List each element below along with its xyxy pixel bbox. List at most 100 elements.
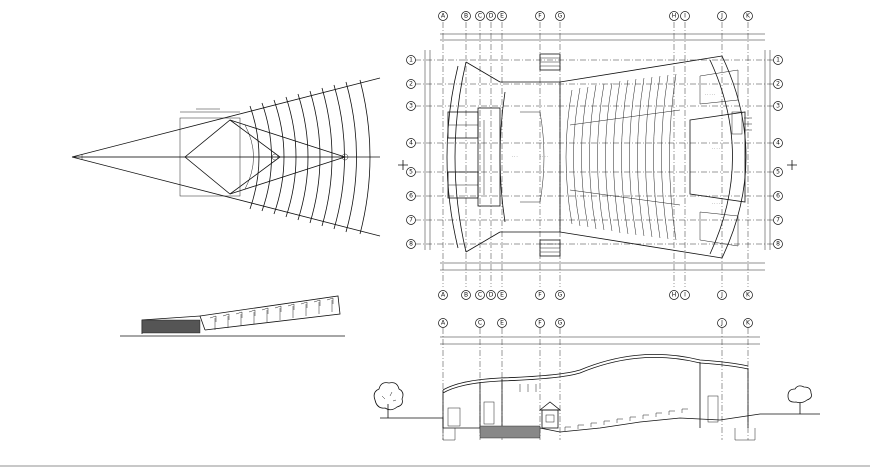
svg-text:J: J	[720, 13, 723, 20]
section-marker-K	[743, 318, 753, 328]
svg-text:H: H	[672, 13, 677, 20]
svg-text:1: 1	[776, 57, 780, 64]
section-column-markers: A C E F G J K	[438, 318, 753, 328]
grid-marker-3-left	[406, 101, 416, 111]
svg-text:G: G	[558, 292, 563, 299]
grid-marker-4-right	[773, 138, 783, 148]
grid-marker-7-right	[773, 215, 783, 225]
grid-marker-I-top	[680, 11, 690, 21]
grid-marker-G-bottom	[555, 290, 565, 300]
grid-marker-2-left	[406, 79, 416, 89]
grid-marker-4-left	[406, 138, 416, 148]
svg-text:G: G	[558, 320, 563, 327]
grid-marker-3-right	[773, 101, 783, 111]
tree-left-icon	[373, 382, 404, 418]
grid-marker-F-top	[535, 11, 545, 21]
svg-text:C: C	[478, 13, 482, 20]
grid-marker-6-left	[406, 191, 416, 201]
grid-marker-7-left	[406, 215, 416, 225]
section-marker-C	[475, 318, 485, 328]
grid-marker-A-top	[438, 11, 448, 21]
svg-text:· · · ·: · · · ·	[712, 147, 720, 151]
svg-text:F: F	[538, 292, 542, 299]
svg-text:J: J	[720, 292, 723, 299]
svg-text:· · · ·: · · · ·	[540, 155, 548, 159]
svg-text:I: I	[684, 292, 686, 299]
svg-text:3: 3	[776, 103, 780, 110]
svg-text:· · · · ·: · · · · ·	[705, 93, 715, 97]
grid-marker-1-left	[406, 55, 416, 65]
svg-text:5: 5	[409, 169, 413, 176]
grid-marker-K-bottom	[743, 290, 753, 300]
grid-marker-5-left	[406, 167, 416, 177]
grid-marker-5-right	[773, 167, 783, 177]
tree-right-icon	[787, 385, 812, 414]
svg-text:B: B	[464, 13, 468, 20]
svg-text:B: B	[464, 292, 468, 299]
grid-marker-I-bottom	[680, 290, 690, 300]
svg-text:· · · · ·: · · · · ·	[712, 202, 722, 206]
section-marker-A	[438, 318, 448, 328]
svg-text:E: E	[500, 13, 504, 20]
floor-plan: · · · · · · · · · · · · · · · · · · · · …	[398, 22, 797, 287]
svg-text:F: F	[538, 320, 542, 327]
svg-text:J: J	[720, 320, 723, 327]
svg-text:3: 3	[409, 103, 413, 110]
svg-text:5: 5	[776, 169, 780, 176]
grid-marker-J-bottom	[717, 290, 727, 300]
svg-text:D: D	[489, 292, 494, 299]
perspective-view	[120, 295, 345, 337]
grid-marker-D-bottom	[486, 290, 496, 300]
grid-marker-C-bottom	[475, 290, 485, 300]
grid-marker-A-bottom	[438, 290, 448, 300]
svg-text:7: 7	[776, 217, 780, 224]
grid-marker-G-top	[555, 11, 565, 21]
grid-marker-8-left	[406, 239, 416, 249]
svg-text:C: C	[478, 320, 482, 327]
svg-text:I: I	[684, 13, 686, 20]
building-section	[380, 328, 820, 441]
grid-marker-E-top	[497, 11, 507, 21]
grid-column-markers: A B C D E F G H I J K A B C D E F G H	[438, 11, 753, 300]
svg-text:A: A	[441, 13, 446, 20]
svg-text:D: D	[489, 13, 494, 20]
grid-marker-8-right	[773, 239, 783, 249]
grid-marker-E-bottom	[497, 290, 507, 300]
svg-text:· · ·: · · ·	[512, 155, 518, 159]
svg-text:2: 2	[776, 81, 780, 88]
svg-text:8: 8	[409, 241, 413, 248]
grid-marker-B-top	[461, 11, 471, 21]
section-marker-G	[555, 318, 565, 328]
section-marker-E	[497, 318, 507, 328]
svg-text:4: 4	[409, 140, 413, 147]
svg-text:F: F	[538, 13, 542, 20]
grid-marker-H-bottom	[669, 290, 679, 300]
grid-marker-F-bottom	[535, 290, 545, 300]
svg-text:2: 2	[409, 81, 413, 88]
grid-marker-C-top	[475, 11, 485, 21]
grid-marker-J-top	[717, 11, 727, 21]
svg-text:K: K	[746, 320, 751, 327]
svg-text:E: E	[500, 320, 504, 327]
svg-text:E: E	[500, 292, 504, 299]
svg-text:7: 7	[409, 217, 413, 224]
grid-row-markers: 1 2 3 4 5 6 7 8 1 2 3 4 5 6 7 8	[406, 55, 783, 249]
grid-marker-B-bottom	[461, 290, 471, 300]
svg-text:4: 4	[776, 140, 780, 147]
svg-text:A: A	[441, 292, 446, 299]
svg-text:1: 1	[409, 57, 413, 64]
seating-geometry-diagram	[71, 77, 381, 237]
svg-text:K: K	[746, 292, 751, 299]
svg-text:A: A	[441, 320, 446, 327]
svg-text:C: C	[478, 292, 482, 299]
grid-marker-H-top	[669, 11, 679, 21]
grid-marker-K-top	[743, 11, 753, 21]
grid-marker-6-right	[773, 191, 783, 201]
svg-text:6: 6	[776, 193, 780, 200]
svg-text:8: 8	[776, 241, 780, 248]
svg-text:6: 6	[409, 193, 413, 200]
section-marker-J	[717, 318, 727, 328]
svg-text:H: H	[672, 292, 677, 299]
section-marker-F	[535, 318, 545, 328]
